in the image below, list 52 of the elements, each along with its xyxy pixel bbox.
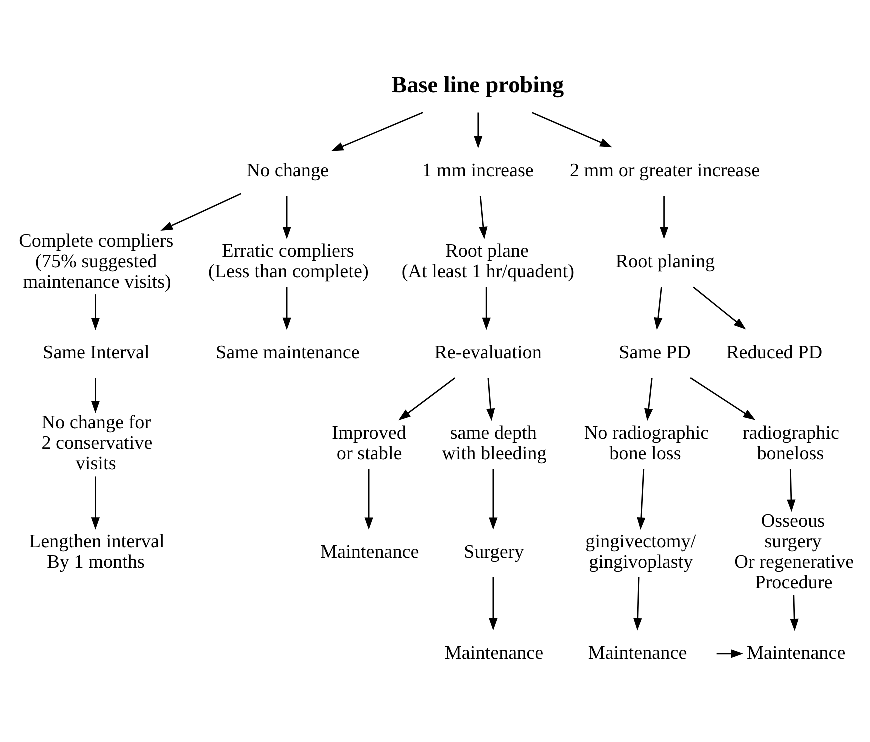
node-text: Root plane (At least 1 hr/quadent) (402, 241, 574, 283)
arrow (716, 650, 744, 658)
node-text: Maintenance (588, 642, 688, 664)
node-text: gingivectomy/ gingivoplasty (586, 532, 696, 574)
arrow (482, 287, 491, 330)
node-text: Base line probing (392, 72, 564, 98)
arrow (91, 294, 100, 330)
node-text: Maintenance (444, 642, 544, 664)
arrow (282, 196, 292, 240)
node-text: Maintenance (746, 642, 846, 664)
node-text: Same maintenance (216, 342, 360, 364)
node-text: 2 mm or greater increase (570, 160, 760, 182)
node-text: 1 mm increase (422, 160, 534, 182)
arrow (532, 112, 613, 148)
node-text: Erratic compliers (Less than complete) (208, 241, 369, 283)
arrow (364, 469, 374, 530)
arrow (644, 378, 654, 422)
arrow (790, 595, 799, 632)
arrow (91, 378, 100, 414)
arrow (486, 378, 496, 422)
node-text: No change (246, 160, 330, 182)
arrow (479, 196, 488, 240)
arrow (331, 112, 424, 152)
node-text: Improved or stable (332, 422, 407, 464)
arrow (660, 196, 669, 240)
node-text: No change for 2 conservative visits (42, 412, 153, 475)
arrow (398, 378, 456, 421)
arrow (282, 287, 292, 330)
node-text: Same PD (619, 342, 691, 364)
arrow (160, 193, 242, 232)
arrow (474, 112, 483, 149)
node-text: radiographic boneloss (742, 422, 840, 464)
node-text: Osseous surgery Or regenerative Procedure (734, 511, 854, 594)
arrow (690, 377, 756, 420)
arrow (654, 287, 663, 330)
node-text: same depth with bleeding (442, 422, 547, 464)
arrow (787, 468, 796, 512)
arrow (489, 577, 498, 631)
node-text: No radiographic bone loss (584, 422, 710, 464)
arrow (693, 286, 746, 330)
node-text: Root planing (616, 251, 716, 272)
node-text: Re-evaluation (434, 342, 542, 364)
arrow (489, 469, 498, 530)
node-text: Complete compliers (75% suggested maintenance visits) (19, 230, 174, 293)
node-text: Maintenance (320, 542, 420, 563)
node-text: Reduced PD (726, 342, 823, 364)
node-text: Surgery (464, 542, 524, 563)
arrow (637, 468, 646, 530)
arrow (634, 577, 642, 631)
arrow (91, 476, 100, 530)
node-text: Lengthen interval By 1 months (29, 532, 165, 574)
node-text: Same Interval (43, 342, 150, 364)
